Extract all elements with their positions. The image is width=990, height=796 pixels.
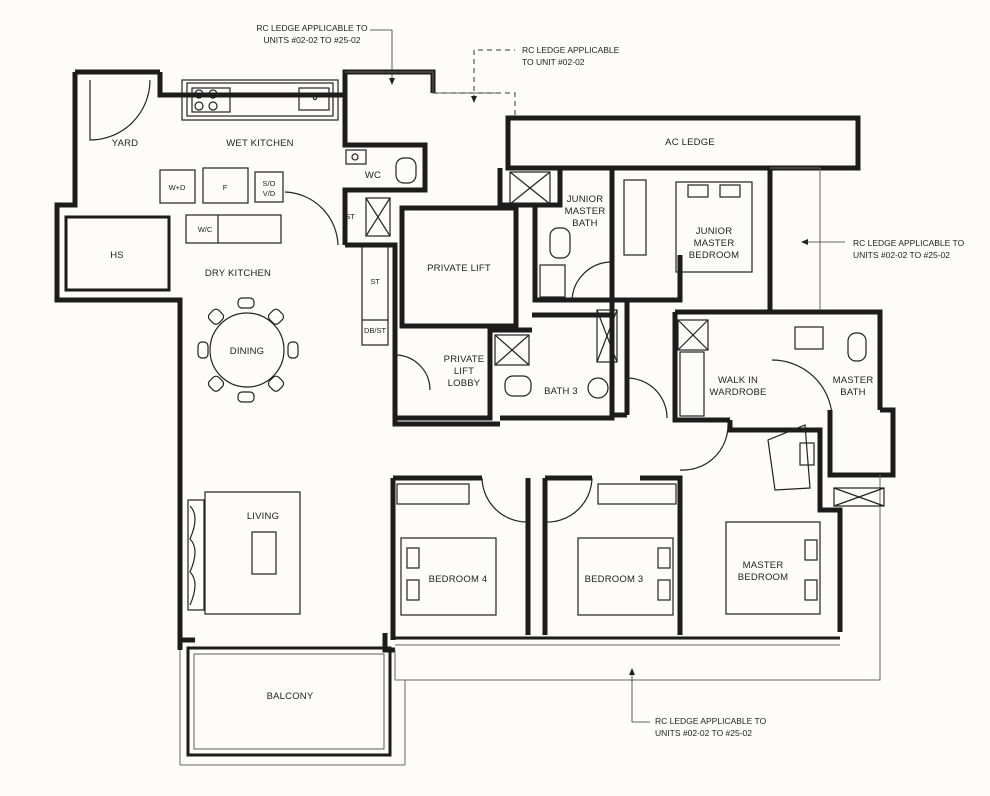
label-wet-kitchen: WET KITCHEN <box>226 138 293 149</box>
label-wiw-1: WALK IN <box>718 375 758 386</box>
label-jm-bath-3: BATH <box>572 218 597 229</box>
label-bath-3: BATH 3 <box>544 386 578 397</box>
note-top-left-2: UNITS #02-02 TO #25-02 <box>263 35 360 45</box>
bedroom-furniture <box>396 179 821 616</box>
balcony-outline <box>179 646 406 766</box>
label-yard: YARD <box>112 138 139 149</box>
note-bottom-1: RC LEDGE APPLICABLE TO <box>655 716 767 726</box>
label-bedroom-4: BEDROOM 4 <box>429 574 488 585</box>
label-master-bath-2: BATH <box>840 387 865 398</box>
label-jm-bed-1: JUNIOR <box>696 226 733 237</box>
label-washer-dryer: W+D <box>169 183 186 192</box>
door-swings <box>89 79 833 523</box>
label-stove-oven-2: V/D <box>263 189 276 198</box>
label-hs: HS <box>110 250 124 261</box>
label-wc: WC <box>365 170 381 181</box>
label-stove-oven-1: S/O <box>263 179 276 188</box>
label-wiw-2: WARDROBE <box>709 387 766 398</box>
ledge-notes: RC LEDGE APPLICABLE TO UNITS #02-02 TO #… <box>256 23 964 738</box>
label-master-bath-1: MASTER <box>833 375 874 386</box>
note-bottom-2: UNITS #02-02 TO #25-02 <box>655 728 752 738</box>
dining-table <box>197 297 299 403</box>
label-balcony: BALCONY <box>267 691 314 702</box>
label-st-1: ST <box>345 212 355 221</box>
rc-ledges <box>345 71 881 681</box>
living-furniture <box>187 491 301 615</box>
label-lift-lobby-3: LOBBY <box>448 378 481 389</box>
label-private-lift: PRIVATE LIFT <box>427 263 491 274</box>
label-dining: DINING <box>230 346 264 357</box>
label-jm-bed-2: MASTER <box>694 238 735 249</box>
label-ac-ledge: AC LEDGE <box>665 137 715 148</box>
label-jm-bath-2: MASTER <box>565 206 606 217</box>
label-jm-bed-3: BEDROOM <box>689 250 740 261</box>
label-fridge: F <box>223 183 228 192</box>
note-top-mid-1: RC LEDGE APPLICABLE <box>522 45 620 55</box>
note-top-left-1: RC LEDGE APPLICABLE TO <box>256 23 368 33</box>
label-lift-lobby-2: LIFT <box>454 366 474 377</box>
note-top-mid-2: TO UNIT #02-02 <box>522 57 585 67</box>
wc-fixtures <box>345 149 417 346</box>
label-db-st: DB/ST <box>364 326 387 335</box>
fixture-labels: W+D F S/O V/D W/C <box>169 179 276 234</box>
label-living: LIVING <box>247 511 279 522</box>
label-master-bed-2: BEDROOM <box>738 572 789 583</box>
label-jm-bath-1: JUNIOR <box>567 194 604 205</box>
room-labels: YARD WET KITCHEN HS DRY KITCHEN DINING L… <box>110 137 873 702</box>
kitchen-fixtures <box>159 79 339 244</box>
label-lift-lobby-1: PRIVATE <box>444 354 485 365</box>
note-leaders <box>370 29 845 723</box>
bath-fixtures <box>494 171 885 507</box>
label-bedroom-3: BEDROOM 3 <box>585 574 644 585</box>
label-st-2: ST <box>370 277 380 286</box>
label-wc-cabinet: W/C <box>198 225 213 234</box>
note-right-2: UNITS #02-02 TO #25-02 <box>853 250 950 260</box>
label-master-bed-1: MASTER <box>743 560 784 571</box>
exterior-walls <box>54 69 896 653</box>
label-dry-kitchen: DRY KITCHEN <box>205 268 271 279</box>
note-right-1: RC LEDGE APPLICABLE TO <box>853 238 965 248</box>
